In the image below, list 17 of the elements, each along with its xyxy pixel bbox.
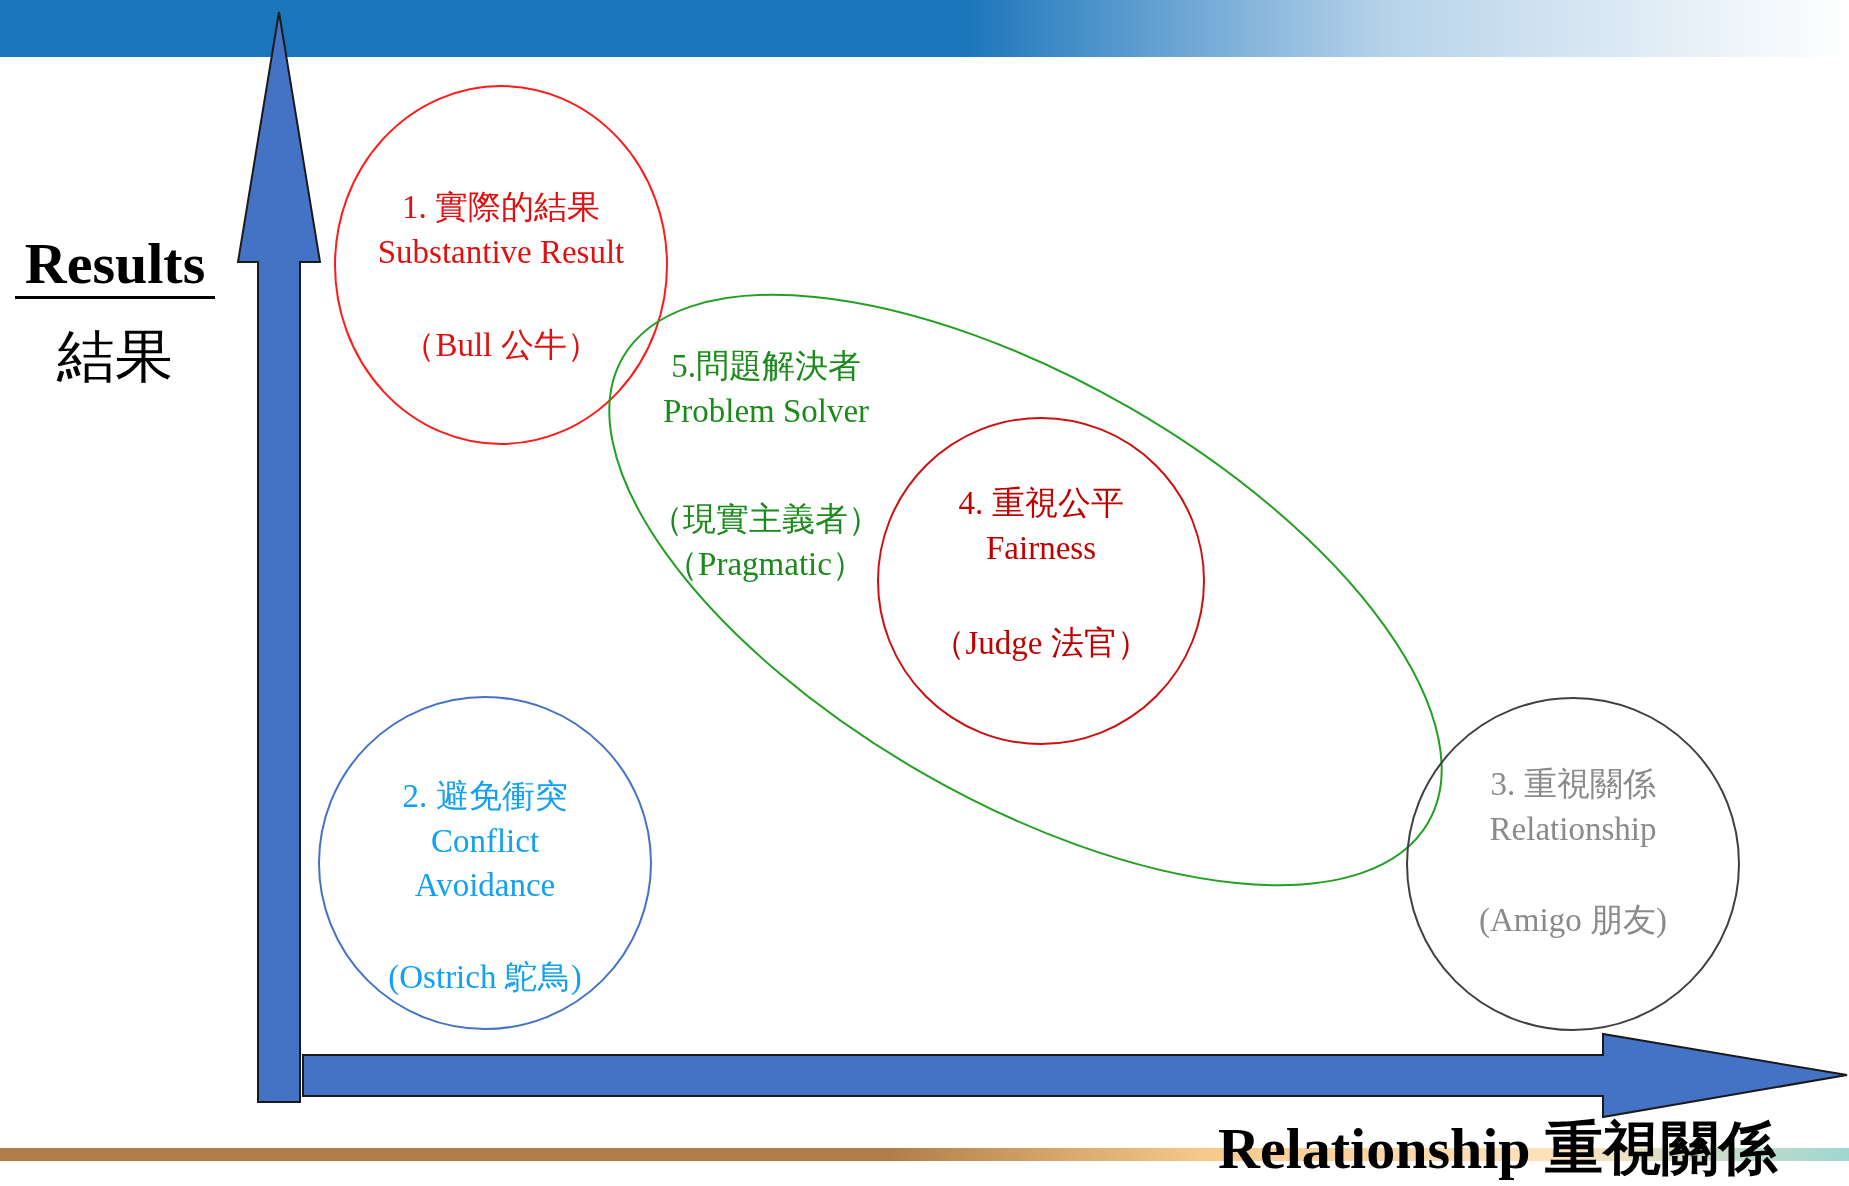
node-subtitle: (Ostrich 鴕鳥)	[387, 958, 583, 997]
node-subtitle: （Bull 公牛）	[401, 326, 601, 365]
node-subtitle: （現實主義者）（Pragmatic）	[648, 500, 882, 584]
ellipse-node	[318, 696, 652, 1030]
ellipse-node	[610, 296, 1441, 884]
node-title: 5.問題解決者 Problem Solver	[661, 347, 871, 431]
node-subtitle: (Amigo 朋友)	[1478, 901, 1668, 940]
node-title: 2. 避免衝突 Conflict Avoidance	[401, 777, 569, 906]
node-title: 4. 重視公平 Fairness	[957, 484, 1125, 568]
node-title: 3. 重視關係 Relationship	[1488, 765, 1658, 849]
node-subtitle: （Judge 法官）	[931, 624, 1151, 663]
axis-title: Results	[15, 232, 215, 299]
axis-title: 結果	[56, 325, 174, 389]
axis-title: Relationship 重視關係	[1218, 1117, 1779, 1181]
ellipse-node	[1406, 697, 1740, 1031]
node-title: 1. 實際的結果 Substantive Result	[376, 188, 626, 272]
ellipse-node	[877, 417, 1205, 745]
